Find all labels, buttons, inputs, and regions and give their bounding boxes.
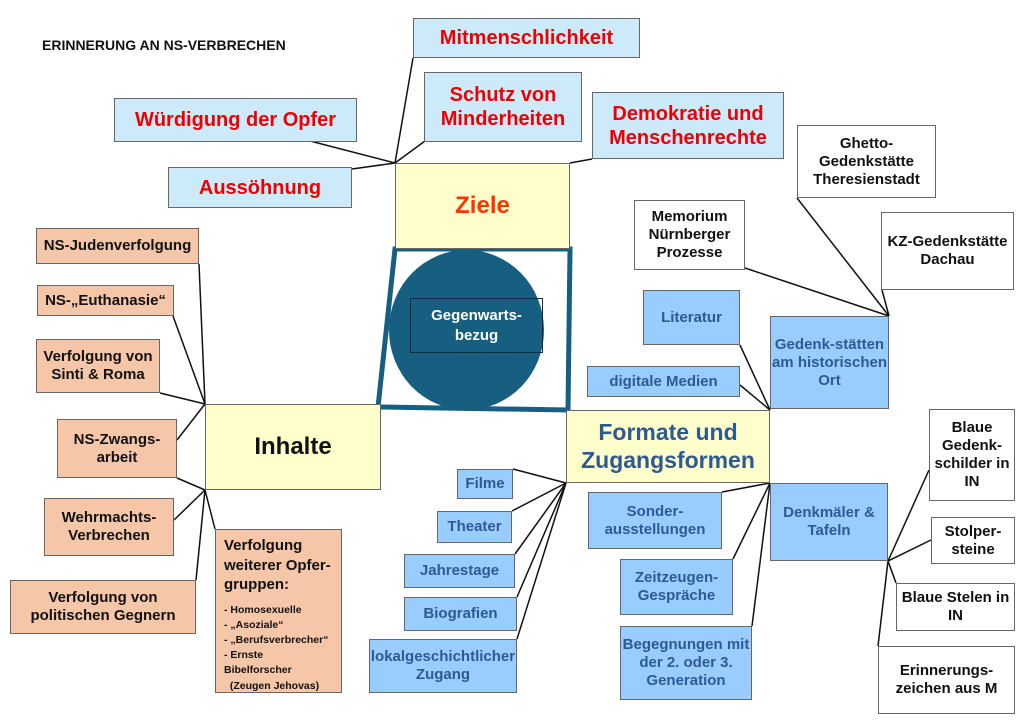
list-item: - „Berufsverbrecher“ [224,633,329,646]
content-euthanasie: NS-„Euthanasie“ [37,285,174,316]
center-line-2: bezug [454,326,499,344]
monument-gedenkschilder: Blaue Gedenk-schilder in IN [929,409,1015,501]
core-ziele: Ziele [395,163,570,249]
monument-blaue-stelen: Blaue Stelen in IN [896,583,1015,631]
content-sinti-roma: Verfolgung von Sinti & Roma [36,339,160,393]
format-lokalgeschichte: lokalgeschichtlicher Zugang [369,639,517,693]
format-literatur: Literatur [643,290,740,345]
victims-heading: Verfolgung weiterer Opfer-gruppen: [224,537,331,593]
content-zwangsarbeit: NS-Zwangs-arbeit [57,419,177,478]
victims-list: - Homosexuelle - „Asoziale“ - „Berufsver… [224,603,333,694]
place-theresienstadt: Ghetto-Gedenkstätte Theresienstadt [797,125,936,198]
format-sonderausstellungen: Sonder-ausstellungen [588,492,722,549]
format-filme: Filme [457,469,513,499]
format-gedenkstaetten: Gedenk-stätten am historischen Ort [770,316,889,409]
goal-mitmenschlichkeit: Mitmenschlichkeit [413,18,640,58]
content-weitere-opfergruppen: Verfolgung weiterer Opfer-gruppen: - Hom… [215,529,342,693]
monument-stolpersteine: Stolper-steine [931,517,1015,564]
content-politische-gegner: Verfolgung von politischen Gegnern [10,580,196,634]
place-memorium: Memorium Nürnberger Prozesse [634,200,745,270]
center-label: Gegenwarts-bezug [410,298,543,353]
list-item: (Zeugen Jehovas) [224,679,320,692]
goal-schutz-minderheiten: Schutz von Minderheiten [424,72,582,142]
list-item: - Ernste Bibelforscher [224,649,292,677]
format-theater: Theater [437,511,512,543]
content-judenverfolgung: NS-Judenverfolgung [36,228,199,264]
goal-demokratie: Demokratie und Menschenrechte [592,92,784,159]
place-dachau: KZ-Gedenkstätte Dachau [881,212,1014,290]
goal-wuerdigung-opfer: Würdigung der Opfer [114,98,357,142]
format-jahrestage: Jahrestage [404,554,515,588]
monument-erinnerungszeichen: Erinnerungs-zeichen aus M [878,646,1015,714]
format-zeitzeugen: Zeitzeugen-Gespräche [620,559,733,615]
content-wehrmacht: Wehrmachts-Verbrechen [44,498,174,556]
center-circle [389,250,544,410]
format-biografien: Biografien [404,597,517,631]
goal-aussoehnung: Aussöhnung [168,167,352,208]
page-title: ERINNERUNG AN NS-VERBRECHEN [42,37,286,53]
list-item: - Homosexuelle [224,603,302,616]
format-denkmaeler: Denkmäler & Tafeln [770,483,888,561]
core-inhalte: Inhalte [205,404,381,490]
format-digitale-medien: digitale Medien [587,366,740,397]
core-formate: Formate und Zugangsformen [566,410,770,483]
list-item: - „Asoziale“ [224,618,284,631]
format-begegnungen: Begegnungen mit der 2. oder 3. Generatio… [620,626,752,700]
center-line-1: Gegenwarts- [431,307,522,324]
